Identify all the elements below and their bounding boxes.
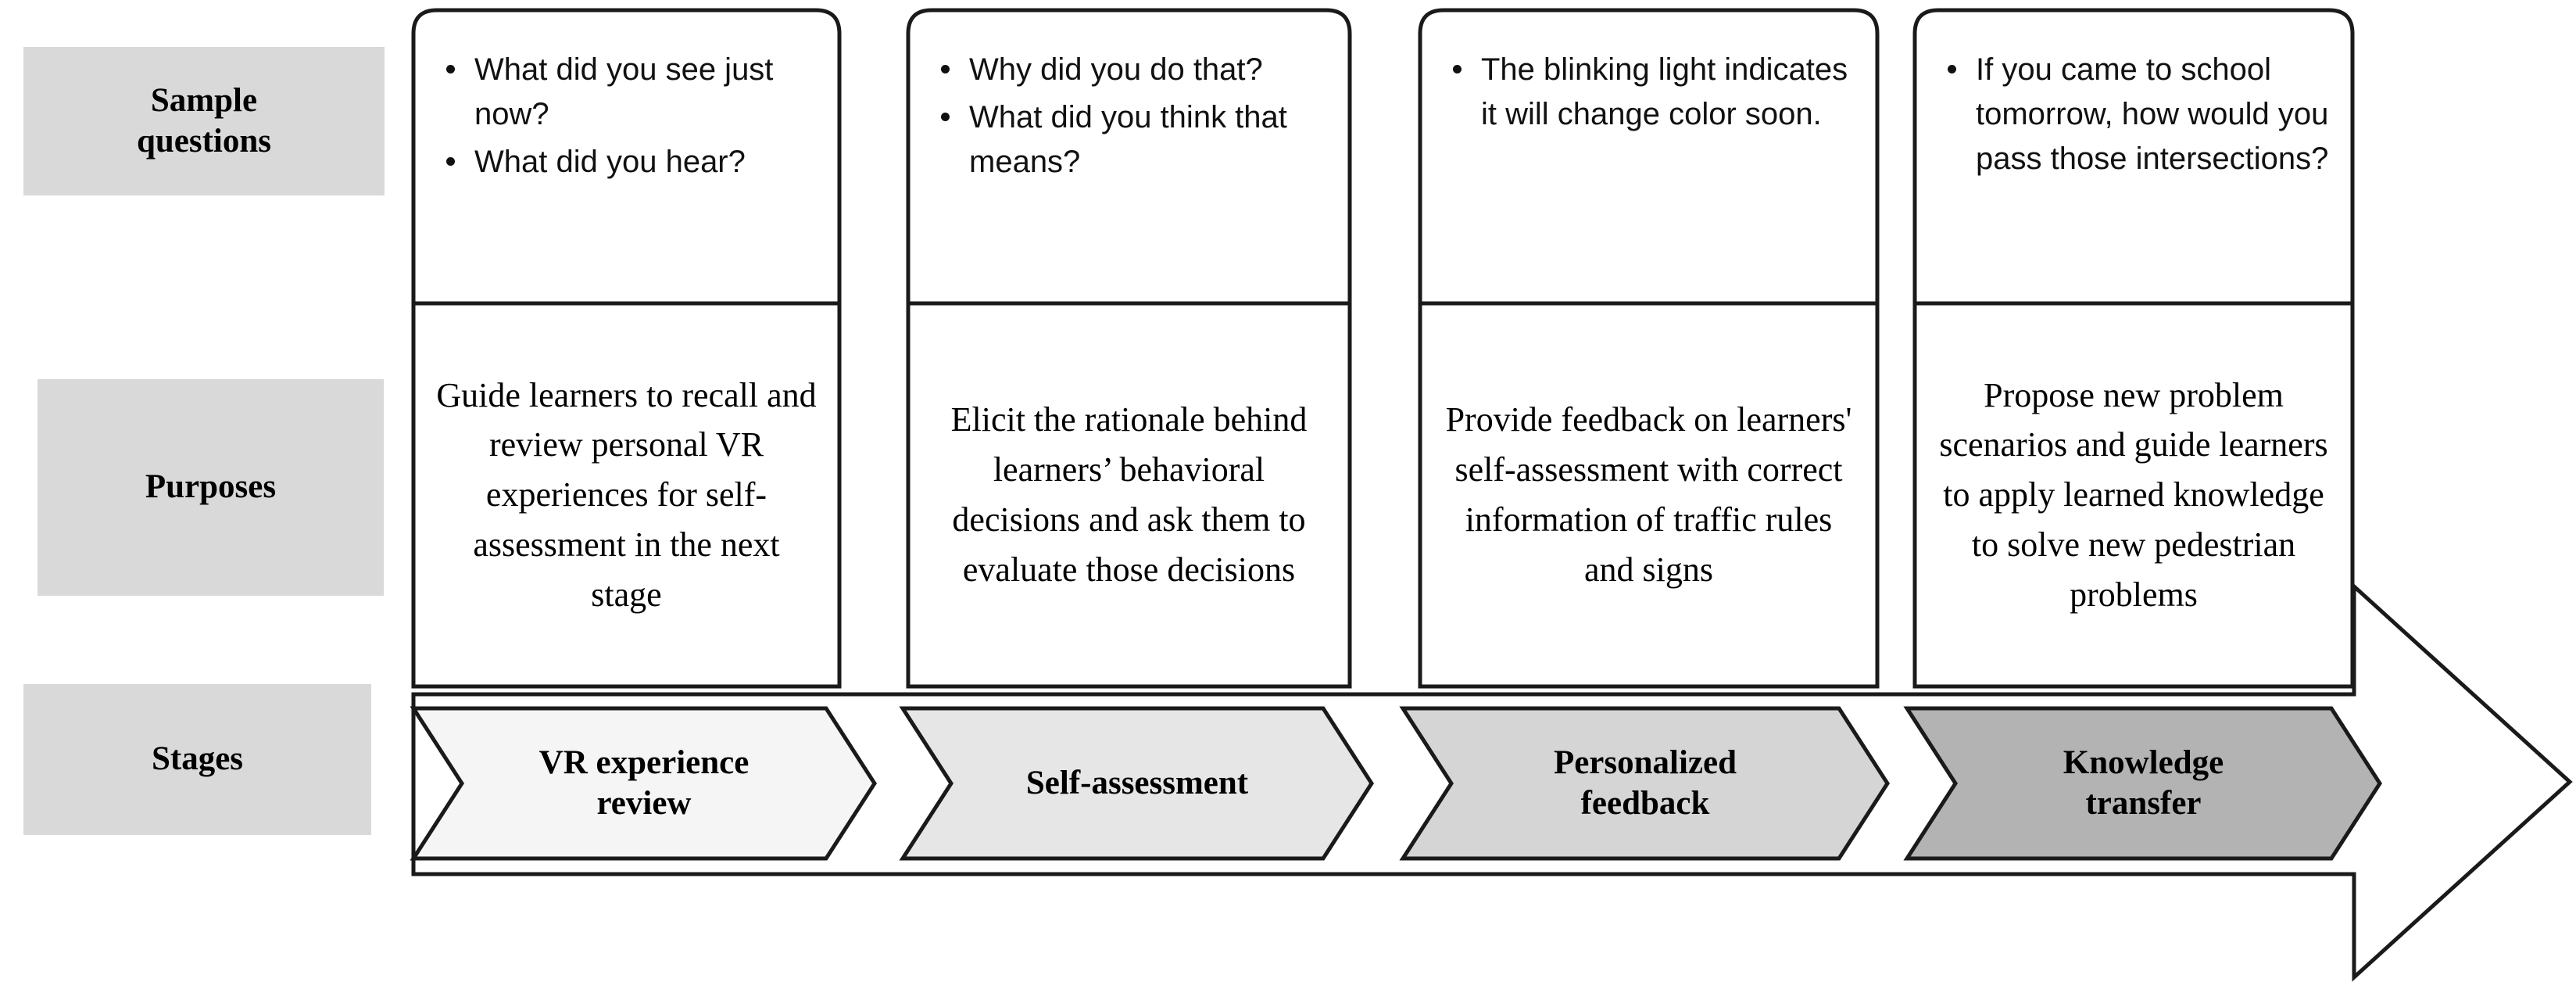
- question-list-3: The blinking light indicates it will cha…: [1447, 48, 1854, 137]
- purpose-text: Guide learners to recall and review pers…: [436, 375, 817, 614]
- column-card-outline: [411, 8, 842, 689]
- purpose-cell-3: Provide feedback on learners' self-asses…: [1420, 303, 1877, 686]
- question-item: What did you hear?: [440, 140, 816, 185]
- purpose-text: Elicit the rationale behind learners’ be…: [950, 400, 1308, 589]
- column-card-1: What did you see just now? What did you …: [413, 10, 839, 686]
- purpose-cell-4: Propose new problem scenarios and guide …: [1915, 303, 2352, 686]
- row-label-stages-text: Stages: [151, 740, 244, 778]
- sample-questions-cell-3: The blinking light indicates it will cha…: [1420, 10, 1877, 303]
- question-item: If you came to school tomorrow, how woul…: [1941, 48, 2329, 181]
- stage-chevron: [1399, 706, 1890, 861]
- column-card-2: Why did you do that? What did you think …: [908, 10, 1350, 686]
- sample-questions-cell-4: If you came to school tomorrow, how woul…: [1915, 10, 2352, 303]
- purpose-text: Provide feedback on learners' self-asses…: [1445, 400, 1852, 589]
- column-card-3: The blinking light indicates it will cha…: [1420, 10, 1877, 686]
- stage-chevron: [410, 706, 877, 861]
- column-card-outline: [1418, 8, 1880, 689]
- question-list-1: What did you see just now? What did you …: [440, 48, 816, 184]
- question-list-4: If you came to school tomorrow, how woul…: [1941, 48, 2329, 181]
- sample-questions-cell-2: Why did you do that? What did you think …: [908, 10, 1350, 303]
- stage-chevron: [899, 706, 1374, 861]
- column-card-outline: [906, 8, 1352, 689]
- row-label-stages: Stages: [23, 684, 371, 835]
- purpose-text: Propose new problem scenarios and guide …: [1939, 375, 2328, 614]
- row-label-purposes: Purposes: [38, 379, 384, 596]
- question-item: The blinking light indicates it will cha…: [1447, 48, 1854, 137]
- stage-chevron: [1903, 706, 2382, 861]
- question-item: What did you see just now?: [440, 48, 816, 137]
- question-item: What did you think that means?: [935, 95, 1326, 185]
- purpose-cell-2: Elicit the rationale behind learners’ be…: [908, 303, 1350, 686]
- column-card-4: If you came to school tomorrow, how woul…: [1915, 10, 2352, 686]
- process-arrow-outline: [411, 582, 2573, 982]
- column-card-outline: [1912, 8, 2355, 689]
- purpose-cell-1: Guide learners to recall and review pers…: [413, 303, 839, 686]
- sample-questions-cell-1: What did you see just now? What did you …: [413, 10, 839, 303]
- row-label-purposes-text: Purposes: [145, 468, 277, 506]
- question-item: Why did you do that?: [935, 48, 1326, 92]
- question-list-2: Why did you do that? What did you think …: [935, 48, 1326, 184]
